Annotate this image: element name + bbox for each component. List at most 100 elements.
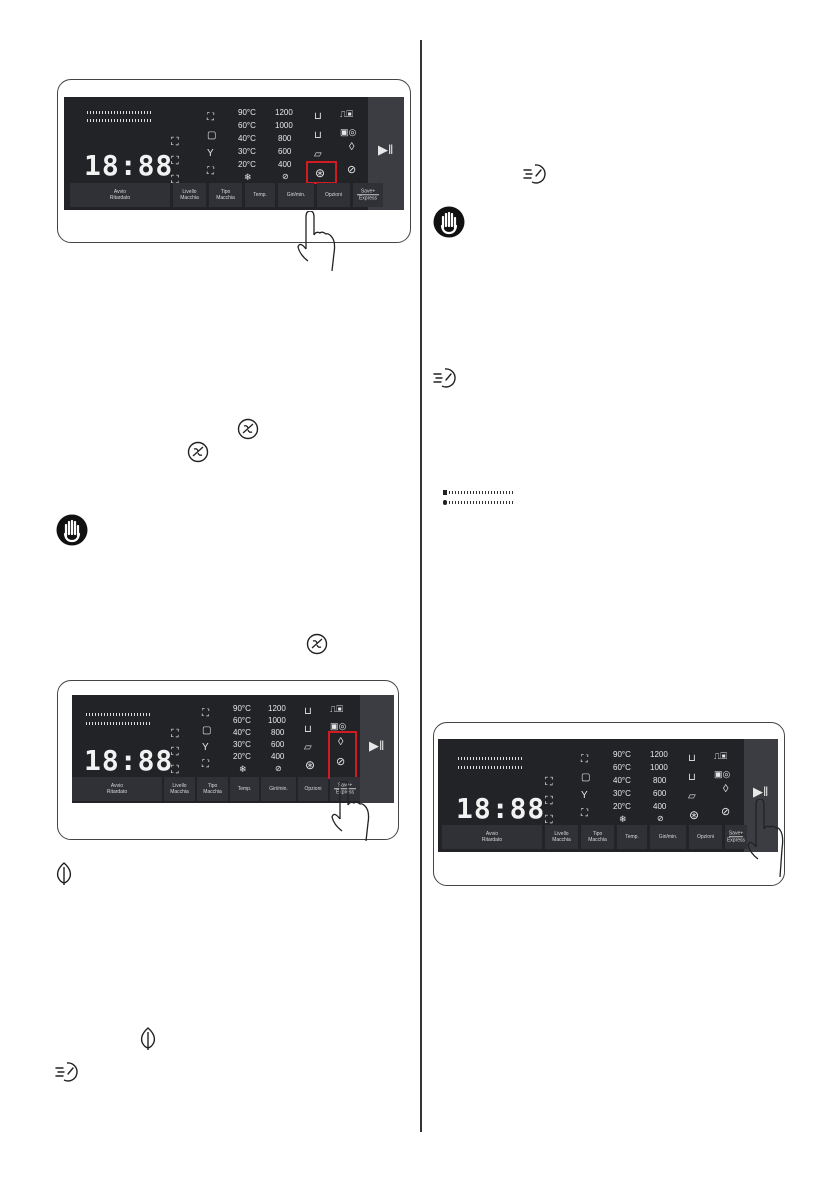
speed-600: 600 <box>278 147 292 156</box>
time-display: 18:88 <box>84 149 174 182</box>
stain-level-label-1: Livello <box>172 782 187 789</box>
delay-label-1: Avvio <box>113 188 127 195</box>
speed-1000: 1000 <box>275 121 293 130</box>
speed-1000: 1000 <box>650 763 668 772</box>
delay-label-1: Avvio <box>485 830 499 837</box>
shirt-icons: ⛶⛶⛶ <box>171 136 179 186</box>
level-bars-bottom <box>87 119 153 122</box>
spin-label: Giri/min. <box>269 785 288 792</box>
save-express-button[interactable]: Save+Express <box>353 183 383 207</box>
express-icon <box>523 164 546 184</box>
level-bars-top <box>87 111 153 114</box>
start-pause-icon: ▶‖ <box>369 738 385 753</box>
temp-button[interactable]: Temp. <box>230 777 259 801</box>
temp-30: 30°C <box>613 789 631 798</box>
options-button[interactable]: Opzioni <box>689 825 722 849</box>
speed-800: 800 <box>278 134 292 143</box>
stain-level-label-2: Macchia <box>170 789 189 795</box>
express-icon <box>433 368 456 388</box>
save-express-button[interactable]: Save+Express <box>330 777 360 801</box>
extra-icons: ⎍▣▣◎ <box>330 704 347 731</box>
express-icon <box>55 1062 78 1082</box>
control-panel: 18:88 ⛶⛶⛶ ⛶▢Y⛶ 90°C 60°C 40°C 30°C 20°C … <box>438 739 778 852</box>
options-label: Opzioni <box>304 785 322 792</box>
extra-icons: ⎍▣▣◎ <box>340 109 357 137</box>
time-display: 18:88 <box>456 792 546 825</box>
temp-40: 40°C <box>233 728 251 737</box>
shirt-icons: ⛶⛶⛶ <box>171 728 179 776</box>
delay-label-2: Ritardato <box>109 195 131 201</box>
express-icon: ⊘ <box>721 806 731 818</box>
speed-1200: 1200 <box>650 750 668 759</box>
level-bars-top <box>86 713 150 716</box>
stain-level-label-1: Livello <box>182 188 197 195</box>
panel-illustration-options: 18:88 ⛶⛶⛶ ⛶▢Y⛶ 90°C 60°C 40°C 30°C 20°C … <box>57 79 411 271</box>
hand-pointer-icon <box>331 781 370 841</box>
no-spin-icon: ⊘ <box>282 172 289 181</box>
save-label-2: Express <box>726 837 746 844</box>
save-label-2: Express <box>335 789 355 796</box>
level-bars-bottom <box>86 722 150 725</box>
stain-level-label-1: Livello <box>554 830 569 837</box>
speed-1000: 1000 <box>268 716 286 725</box>
temp-20: 20°C <box>238 160 256 169</box>
temp-button[interactable]: Temp. <box>617 825 647 849</box>
stain-level-label-2: Macchia <box>180 195 199 201</box>
stain-type-icons: ⛶▢Y⛶ <box>207 112 217 177</box>
temp-20: 20°C <box>613 802 631 811</box>
no-spin-icon: ⊘ <box>275 764 282 773</box>
spin-button[interactable]: Giri/min. <box>650 825 686 849</box>
control-panel: 18:88 ⛶⛶⛶ ⛶▢Y⛶ 90°C 60°C 40°C 30°C 20°C … <box>64 97 404 210</box>
leaf-icon <box>140 1027 156 1050</box>
temp-90: 90°C <box>233 704 251 713</box>
speed-1200: 1200 <box>268 704 286 713</box>
start-pause-button[interactable]: ▶‖ <box>744 739 778 852</box>
speed-800: 800 <box>653 776 667 785</box>
start-pause-area: ▶‖ <box>360 695 394 803</box>
spin-button[interactable]: Giri/min. <box>261 777 296 801</box>
speed-400: 400 <box>278 160 292 169</box>
spin-label: Giri/min. <box>286 191 306 198</box>
save-label-2: Express <box>358 195 378 202</box>
express-icon: ⊘ <box>336 756 346 768</box>
temp-40: 40°C <box>613 776 631 785</box>
temp-label: Temp. <box>625 833 639 840</box>
panel-illustration-eco: 18:88 ⛶⛶⛶ ⛶▢Y⛶ 90°C 60°C 40°C 30°C 20°C … <box>57 680 399 841</box>
stain-type-label-1: Tipo <box>592 830 603 837</box>
leaf-icon: ◊ <box>338 736 344 748</box>
start-pause-icon: ▶‖ <box>378 142 394 157</box>
spin-label: Giri/min. <box>658 833 678 840</box>
spin-button[interactable]: Giri/min. <box>278 183 314 207</box>
leaf-icon <box>56 862 72 885</box>
temp-60: 60°C <box>613 763 631 772</box>
spin-option-icon <box>306 633 328 655</box>
temp-label: Temp. <box>237 785 252 792</box>
cold-icon: ❄ <box>244 172 252 182</box>
options-button[interactable]: Opzioni <box>298 777 328 801</box>
temp-60: 60°C <box>233 716 251 725</box>
temp-button[interactable]: Temp. <box>245 183 275 207</box>
speed-800: 800 <box>271 728 285 737</box>
temp-30: 30°C <box>238 147 256 156</box>
speed-1200: 1200 <box>275 108 293 117</box>
time-display: 18:88 <box>84 744 174 777</box>
options-label: Opzioni <box>697 833 714 840</box>
delay-label-2: Ritardato <box>481 837 503 843</box>
shirt-icons: ⛶⛶⛶ <box>545 776 553 826</box>
cold-icon: ❄ <box>619 814 627 824</box>
save-express-button[interactable]: Save+Express <box>725 825 747 849</box>
options-button[interactable]: Opzioni <box>317 183 350 207</box>
spin-option-icon <box>187 441 209 463</box>
